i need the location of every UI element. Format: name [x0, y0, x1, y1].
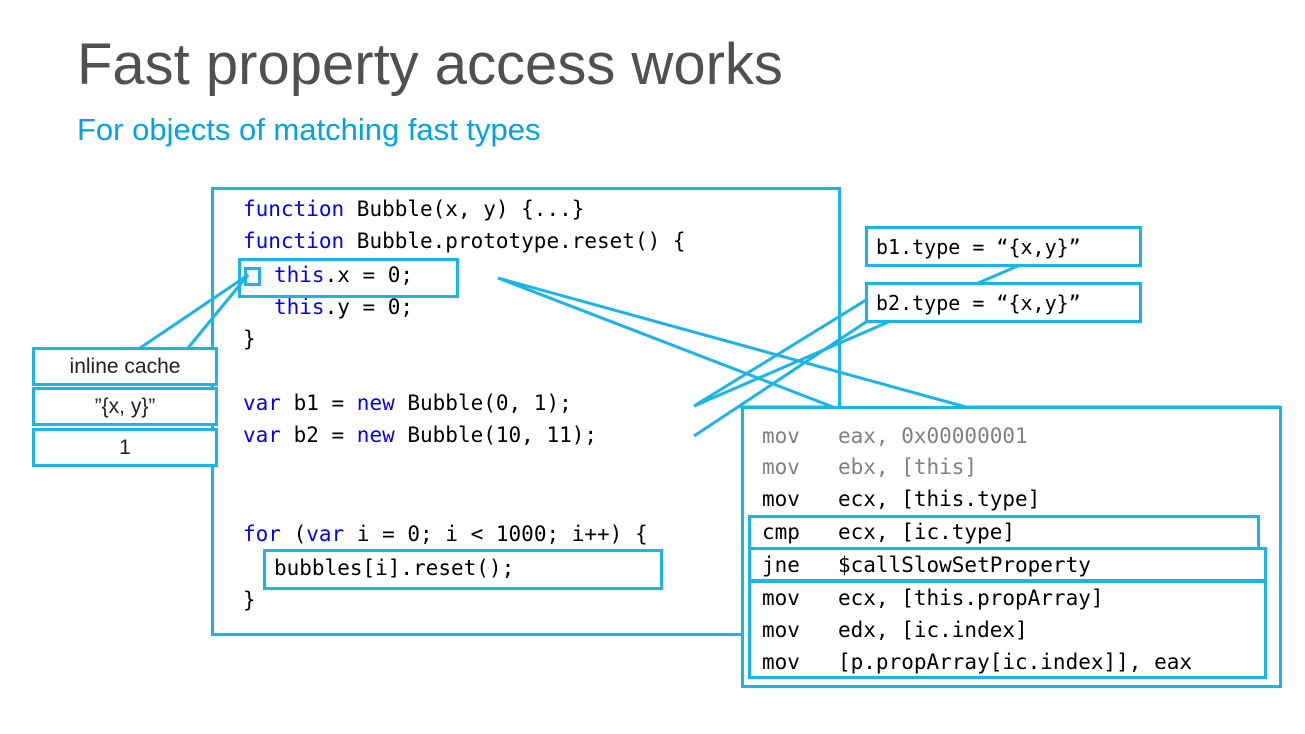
keyword-function: function: [243, 197, 345, 221]
code-text: Bubble.prototype.reset() {: [344, 229, 686, 253]
inline-cache-index: 1: [32, 428, 218, 467]
code-line-1: function Bubble(x, y) {...}: [243, 199, 584, 220]
code-line-4: this.y = 0;: [274, 297, 413, 318]
code-line-8: for (var i = 0; i < 1000; i++) {: [243, 524, 648, 545]
code-line-6: var b1 = new Bubble(0, 1);: [243, 393, 572, 414]
asm-args: eax, 0x00000001: [838, 424, 1028, 448]
code-text: .y = 0;: [324, 295, 414, 319]
code-line-2: function Bubble.prototype.reset() {: [243, 231, 686, 252]
asm-line-2: mov ebx, [this]: [762, 455, 977, 479]
code-line-5: }: [243, 327, 256, 351]
asm-args: ecx, [this.type]: [838, 487, 1041, 511]
asm-line-4: cmp ecx, [ic.type]: [762, 520, 1015, 544]
asm-guard-jump-highlight: [748, 547, 1267, 582]
code-line-7: var b2 = new Bubble(10, 11);: [243, 425, 597, 446]
asm-op: mov: [762, 487, 800, 511]
asm-line-1: mov eax, 0x00000001: [762, 424, 1028, 448]
keyword-function: function: [243, 229, 345, 253]
slide-title: Fast property access works: [77, 32, 783, 97]
b2-type-tag: b2.type = “{x,y}”: [865, 282, 1142, 323]
keyword-var: var: [243, 423, 281, 447]
b1-type-callout: [693, 298, 867, 408]
code-text: b1 =: [280, 391, 357, 415]
code-text: i = 0; i < 1000; i++) {: [344, 522, 648, 546]
keyword-var: var: [306, 522, 345, 546]
asm-op: mov: [762, 455, 800, 479]
asm-callout-left: [497, 276, 834, 409]
asm-op: jne: [762, 553, 800, 577]
b2-type-callout: [693, 320, 867, 438]
asm-op: mov: [762, 650, 800, 674]
inline-cache-type: ”{x, y}”: [32, 387, 218, 426]
asm-op: mov: [762, 586, 800, 610]
code-text: Bubble(x, y) {...}: [344, 197, 585, 221]
keyword-new: new: [356, 423, 395, 447]
asm-op: cmp: [762, 520, 800, 544]
code-text: (: [280, 522, 307, 546]
code-line-10: }: [243, 588, 256, 612]
asm-fast-path-highlight: [748, 580, 1267, 679]
code-text: .x = 0;: [324, 263, 414, 287]
keyword-this: this: [274, 263, 325, 287]
code-text: b2 =: [280, 423, 357, 447]
asm-args: ecx, [this.propArray]: [838, 586, 1104, 610]
reset-call-highlight: [263, 549, 663, 590]
keyword-this: this: [274, 295, 325, 319]
b1-type-tag: b1.type = “{x,y}”: [865, 226, 1142, 267]
inline-cache-callout: [139, 273, 250, 350]
keyword-for: for: [243, 522, 281, 546]
asm-args: $callSlowSetProperty: [838, 553, 1091, 577]
asm-args: edx, [ic.index]: [838, 618, 1028, 642]
asm-line-5: jne $callSlowSetProperty: [762, 553, 1091, 577]
asm-line-6: mov ecx, [this.propArray]: [762, 586, 1104, 610]
keyword-new: new: [356, 391, 395, 415]
asm-op: mov: [762, 618, 800, 642]
code-line-9: bubbles[i].reset();: [274, 556, 515, 580]
code-text: Bubble(0, 1);: [394, 391, 572, 415]
asm-args: ebx, [this]: [838, 455, 978, 479]
asm-args: [p.propArray[ic.index]], eax: [838, 650, 1193, 674]
code-text: Bubble(10, 11);: [394, 423, 598, 447]
asm-op: mov: [762, 424, 800, 448]
asm-args: ecx, [ic.type]: [838, 520, 1016, 544]
code-line-3: this.x = 0;: [274, 265, 413, 286]
asm-line-8: mov [p.propArray[ic.index]], eax: [762, 650, 1192, 674]
inline-cache-label: inline cache: [32, 347, 218, 386]
asm-line-3: mov ecx, [this.type]: [762, 487, 1040, 511]
asm-type-check-highlight: [748, 515, 1260, 550]
asm-line-7: mov edx, [ic.index]: [762, 618, 1028, 642]
slide-subtitle: For objects of matching fast types: [77, 112, 541, 147]
keyword-var: var: [243, 391, 281, 415]
this-x-highlight: [238, 258, 459, 298]
